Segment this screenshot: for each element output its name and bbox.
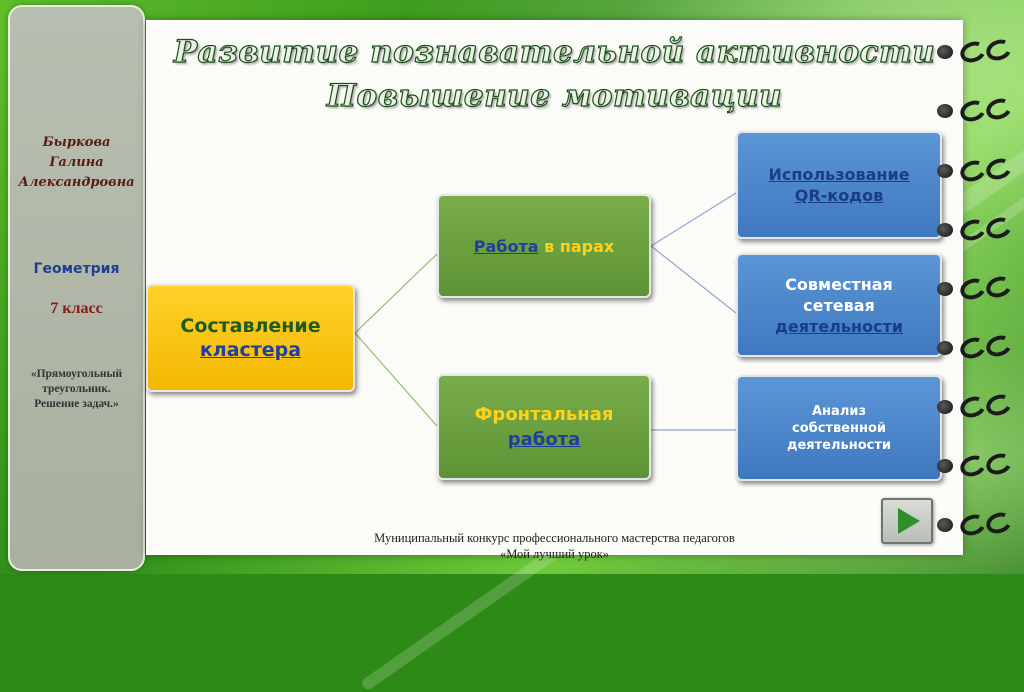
slide-subtitle: Повышение мотивации (326, 77, 783, 114)
author-surname: Быркова (42, 135, 111, 150)
binding-hole-icon (937, 104, 953, 118)
play-triangle-icon (898, 508, 920, 534)
binding-hole-icon (937, 223, 953, 237)
footer-line: Муниципальный конкурс профессионального … (374, 531, 735, 545)
binding-hole-icon (937, 400, 953, 414)
root-link[interactable]: кластера (199, 339, 302, 361)
network-line: сетевая (803, 295, 875, 315)
lesson-topic: «Прямоугольный треугольник. Решение зада… (16, 367, 137, 412)
binding-hole-icon (937, 459, 953, 473)
analysis-line: Анализ (812, 403, 866, 419)
frontal-work-box: Фронтальная работа (437, 374, 651, 480)
frontal-line: Фронтальная (474, 404, 614, 425)
next-slide-button[interactable] (881, 498, 933, 544)
cluster-root-box: Составление кластера (146, 284, 355, 392)
subject-label: Геометрия (33, 261, 120, 277)
frontal-link[interactable]: работа (507, 429, 581, 450)
analysis-line: деятельности (786, 437, 892, 453)
notebook-sheet: Развитие познавательной активности Повыш… (146, 20, 963, 561)
topic-line: треугольник. (42, 383, 111, 395)
author-name: Быркова Галина Александровна (10, 133, 143, 193)
grade-label: 7 класс (50, 300, 103, 317)
binding-hole-icon (937, 45, 953, 59)
qr-link[interactable]: QR-кодов (794, 186, 884, 205)
author-first-name: Галина (49, 155, 104, 170)
binding-hole-icon (937, 282, 953, 296)
network-line: Совместная (785, 274, 893, 294)
connector-root-frontal (354, 332, 438, 427)
pairs-work-box: Работа в парах (437, 194, 651, 298)
connector-root-pairs (354, 253, 438, 334)
pairs-link[interactable]: Работа (473, 236, 539, 256)
slide-title: Развитие познавательной активности (173, 33, 936, 70)
qr-codes-box: Использование QR-кодов (736, 131, 942, 239)
binding-hole-icon (937, 164, 953, 178)
topic-line: Решение задач.» (34, 398, 119, 410)
connector-pairs-qr (650, 192, 737, 247)
footer-line: «Мой лучший урок» (499, 547, 610, 561)
pairs-text: в парах (538, 236, 615, 256)
connector-pairs-network (650, 245, 737, 314)
self-analysis-box: Анализ собственной деятельности (736, 375, 942, 481)
qr-link[interactable]: Использование (768, 165, 910, 184)
author-patronymic: Александровна (18, 175, 135, 190)
binding-hole-icon (937, 518, 953, 532)
footer-caption: Муниципальный конкурс профессионального … (146, 530, 963, 562)
analysis-line: собственной (791, 420, 886, 436)
connector-lines (354, 192, 737, 431)
network-link[interactable]: деятельности (774, 316, 904, 336)
root-line: Составление (180, 315, 321, 337)
binding-hole-icon (937, 341, 953, 355)
network-activity-box: Совместная сетевая деятельности (736, 253, 942, 357)
sidebar-panel: Быркова Галина Александровна Геометрия 7… (8, 5, 145, 571)
topic-line: «Прямоугольный (30, 368, 123, 380)
